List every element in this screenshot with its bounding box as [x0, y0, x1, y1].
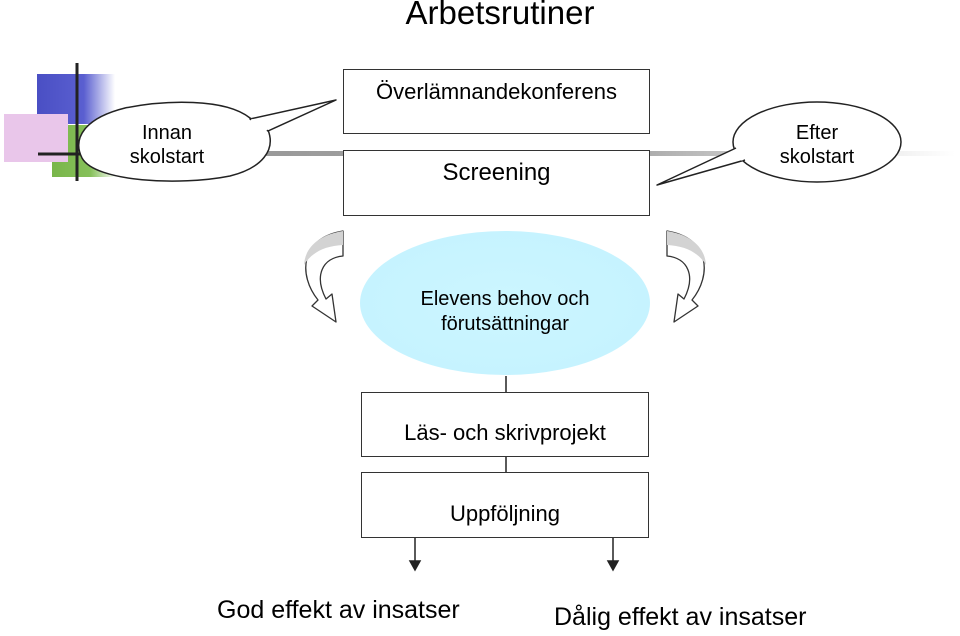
before-line-2: skolstart — [129, 146, 205, 168]
screening-label: Screening — [442, 159, 551, 186]
good-effect-label: God effekt av insatser — [217, 596, 460, 624]
reading-writing-project-box: Läs- och skrivprojekt — [361, 392, 649, 457]
handover-conference-box: Överlämnandekonferens — [343, 69, 650, 134]
student-needs-line-2: förutsättningar — [441, 313, 569, 335]
speech-bubble-after — [732, 101, 902, 183]
after-school-start-text: Efter skolstart — [762, 121, 872, 169]
followup-label: Uppföljning — [449, 501, 561, 526]
bad-effect-label: Dålig effekt av insatser — [554, 603, 807, 631]
followup-box: Uppföljning — [361, 472, 649, 538]
after-line-2: skolstart — [779, 146, 855, 168]
screening-box: Screening — [343, 150, 650, 216]
handover-conference-label: Överlämnandekonferens — [376, 79, 617, 104]
student-needs-text: Elevens behov och förutsättningar — [380, 287, 630, 337]
before-school-start-text: Innan skolstart — [112, 121, 222, 169]
student-needs-line-1: Elevens behov och — [420, 288, 590, 310]
before-line-1: Innan — [141, 122, 193, 144]
page-title: Arbetsrutiner — [405, 0, 595, 31]
reading-writing-project-label: Läs- och skrivprojekt — [404, 420, 606, 445]
speech-bubble-before — [78, 101, 271, 182]
center-ellipse — [360, 231, 650, 375]
after-line-1: Efter — [795, 122, 839, 144]
speech-bubble-after-tail — [656, 147, 746, 186]
